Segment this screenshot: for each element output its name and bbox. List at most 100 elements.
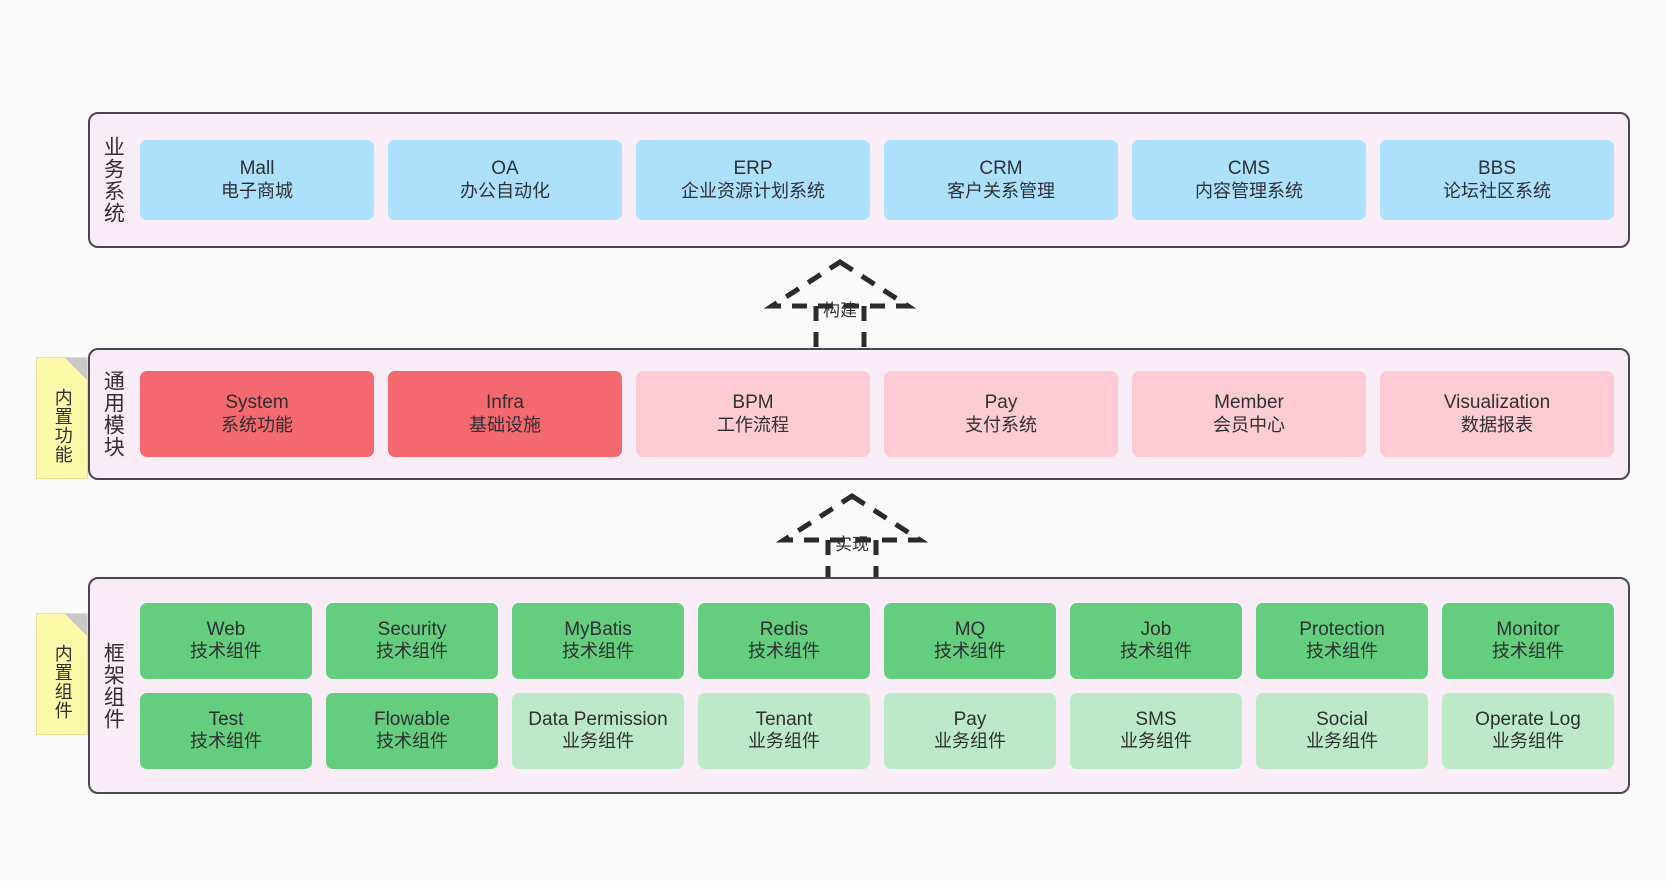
layer-title-business: 业务系统	[101, 136, 125, 224]
card-title: Monitor	[1496, 618, 1560, 640]
note-builtin-components: 内置组件	[36, 613, 88, 735]
note-label: 内置组件	[52, 644, 73, 720]
card-title: Infra	[485, 392, 525, 414]
card-web[interactable]: Web 技术组件	[140, 602, 312, 679]
card-title: MQ	[954, 618, 986, 640]
card-desc: 技术组件	[376, 731, 448, 752]
note-builtin-features: 内置功能	[36, 357, 88, 479]
card-title: Mall	[239, 158, 275, 180]
card-tenant[interactable]: Tenant 业务组件	[698, 692, 870, 769]
card-oa[interactable]: OA 办公自动化	[388, 140, 622, 220]
card-title: Web	[206, 618, 246, 640]
card-sms[interactable]: SMS 业务组件	[1070, 692, 1242, 769]
card-desc: 业务组件	[1492, 731, 1564, 752]
card-desc: 支付系统	[965, 414, 1037, 435]
card-flowable[interactable]: Flowable 技术组件	[326, 692, 498, 769]
card-title: BPM	[732, 392, 774, 414]
card-title: OA	[491, 158, 519, 180]
connector-label-realize: 实现	[835, 535, 869, 554]
card-protection[interactable]: Protection 技术组件	[1256, 602, 1428, 679]
card-mybatis[interactable]: MyBatis 技术组件	[512, 602, 684, 679]
card-title: Test	[208, 708, 244, 730]
card-desc: 业务组件	[562, 731, 634, 752]
framework-row-technical: Web 技术组件 Security 技术组件 MyBatis 技术组件 Redi…	[140, 602, 1614, 679]
card-desc: 技术组件	[1120, 641, 1192, 662]
layer-body-framework: Web 技术组件 Security 技术组件 MyBatis 技术组件 Redi…	[134, 579, 1628, 792]
card-crm[interactable]: CRM 客户关系管理	[884, 140, 1118, 220]
connector-build: 构建	[760, 258, 920, 355]
generalization-arrowhead	[763, 259, 917, 309]
layer-body-business: Mall 电子商城 OA 办公自动化 ERP 企业资源计划系统 CRM 客户关系…	[134, 114, 1628, 246]
card-title: Redis	[759, 618, 809, 640]
card-pay-module[interactable]: Pay 支付系统	[884, 371, 1118, 457]
card-title: Pay	[953, 708, 987, 730]
generalization-arrowhead	[775, 493, 929, 543]
card-desc: 企业资源计划系统	[681, 180, 825, 201]
card-social[interactable]: Social 业务组件	[1256, 692, 1428, 769]
card-erp[interactable]: ERP 企业资源计划系统	[636, 140, 870, 220]
card-job[interactable]: Job 技术组件	[1070, 602, 1242, 679]
layer-title-common: 通用模块	[101, 370, 125, 458]
card-visualization[interactable]: Visualization 数据报表	[1380, 371, 1614, 457]
card-title: Member	[1214, 392, 1284, 414]
card-operate-log[interactable]: Operate Log 业务组件	[1442, 692, 1614, 769]
card-desc: 业务组件	[1120, 731, 1192, 752]
card-title: Operate Log	[1475, 708, 1581, 730]
card-title: Security	[377, 618, 447, 640]
card-desc: 技术组件	[190, 641, 262, 662]
card-cms[interactable]: CMS 内容管理系统	[1132, 140, 1366, 220]
card-title: Job	[1140, 618, 1172, 640]
card-desc: 技术组件	[748, 641, 820, 662]
card-title: Protection	[1299, 618, 1385, 640]
card-desc: 技术组件	[1306, 641, 1378, 662]
card-desc: 数据报表	[1461, 414, 1533, 435]
card-desc: 内容管理系统	[1195, 180, 1303, 201]
card-monitor[interactable]: Monitor 技术组件	[1442, 602, 1614, 679]
card-desc: 基础设施	[469, 414, 541, 435]
card-bpm[interactable]: BPM 工作流程	[636, 371, 870, 457]
card-desc: 技术组件	[190, 731, 262, 752]
layer-body-common: System 系统功能 Infra 基础设施 BPM 工作流程 Pay 支付系统…	[134, 350, 1628, 478]
card-data-permission[interactable]: Data Permission 业务组件	[512, 692, 684, 769]
card-desc: 技术组件	[376, 641, 448, 662]
card-member[interactable]: Member 会员中心	[1132, 371, 1366, 457]
card-title: Tenant	[755, 708, 813, 730]
card-desc: 电子商城	[221, 180, 293, 201]
card-desc: 技术组件	[562, 641, 634, 662]
card-title: Visualization	[1443, 392, 1551, 414]
layer-business-systems: 业务系统 Mall 电子商城 OA 办公自动化 ERP 企业资源计划系统 CRM…	[88, 112, 1630, 248]
connector-label-build: 构建	[823, 301, 857, 320]
card-desc: 业务组件	[1306, 731, 1378, 752]
card-desc: 会员中心	[1213, 414, 1285, 435]
card-title: SMS	[1135, 708, 1177, 730]
card-bbs[interactable]: BBS 论坛社区系统	[1380, 140, 1614, 220]
card-infra[interactable]: Infra 基础设施	[388, 371, 622, 457]
card-title: Pay	[984, 392, 1018, 414]
card-mall[interactable]: Mall 电子商城	[140, 140, 374, 220]
card-mq[interactable]: MQ 技术组件	[884, 602, 1056, 679]
card-pay-component[interactable]: Pay 业务组件	[884, 692, 1056, 769]
card-title: BBS	[1477, 158, 1517, 180]
card-title: Data Permission	[528, 708, 668, 730]
card-test[interactable]: Test 技术组件	[140, 692, 312, 769]
card-desc: 技术组件	[1492, 641, 1564, 662]
card-desc: 系统功能	[221, 414, 293, 435]
card-title: Flowable	[373, 708, 451, 730]
card-title: Social	[1316, 708, 1368, 730]
card-desc: 论坛社区系统	[1443, 180, 1551, 201]
card-title: MyBatis	[564, 618, 632, 640]
card-desc: 业务组件	[748, 731, 820, 752]
card-redis[interactable]: Redis 技术组件	[698, 602, 870, 679]
card-system[interactable]: System 系统功能	[140, 371, 374, 457]
card-title: CRM	[979, 158, 1023, 180]
card-security[interactable]: Security 技术组件	[326, 602, 498, 679]
card-desc: 业务组件	[934, 731, 1006, 752]
connector-realize: 实现	[772, 492, 932, 589]
note-label: 内置功能	[52, 388, 73, 464]
card-title: System	[225, 392, 289, 414]
card-title: ERP	[733, 158, 773, 180]
card-desc: 技术组件	[934, 641, 1006, 662]
card-desc: 工作流程	[717, 414, 789, 435]
card-desc: 办公自动化	[460, 180, 550, 201]
note-fold-icon	[65, 358, 87, 380]
